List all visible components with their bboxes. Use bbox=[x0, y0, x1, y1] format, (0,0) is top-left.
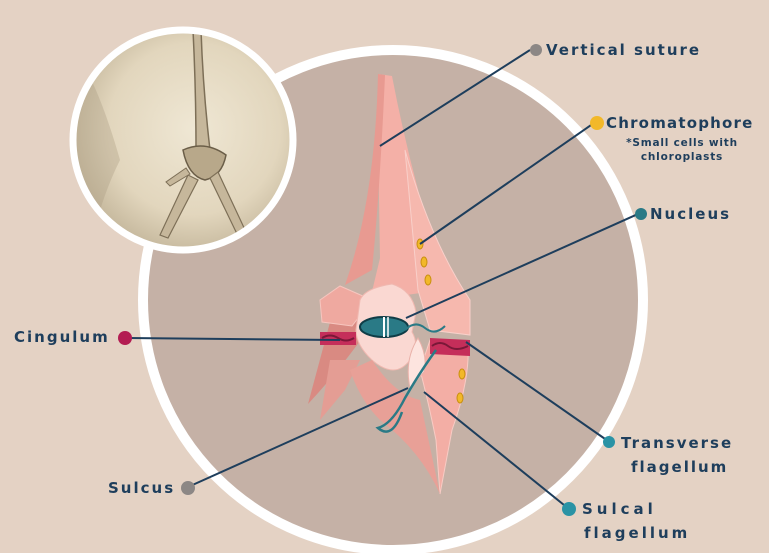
dot-cingulum bbox=[118, 331, 132, 345]
label-nucleus: Nucleus bbox=[650, 205, 731, 223]
microscope-photo bbox=[70, 30, 293, 250]
dot-sulcal bbox=[562, 502, 576, 516]
label-chromatophore-note-1: *Small cells with bbox=[612, 136, 752, 150]
label-chromatophore: Chromatophore bbox=[606, 114, 754, 132]
dot-vertical-suture bbox=[530, 44, 542, 56]
label-chromatophore-note-2: chloroplasts bbox=[612, 150, 752, 164]
label-transverse-1: Transverse bbox=[621, 434, 733, 452]
label-sulcus: Sulcus bbox=[108, 479, 175, 497]
label-sulcal-2: flagellum bbox=[584, 524, 690, 542]
dot-sulcus bbox=[181, 481, 195, 495]
dot-transverse bbox=[603, 436, 615, 448]
label-sulcal-1: Sulcal bbox=[582, 500, 657, 518]
label-vertical-suture: Vertical suture bbox=[546, 41, 701, 59]
label-transverse-2: flagellum bbox=[631, 458, 728, 476]
dot-nucleus bbox=[635, 208, 647, 220]
label-cingulum: Cingulum bbox=[14, 328, 110, 346]
dot-chromatophore bbox=[590, 116, 604, 130]
